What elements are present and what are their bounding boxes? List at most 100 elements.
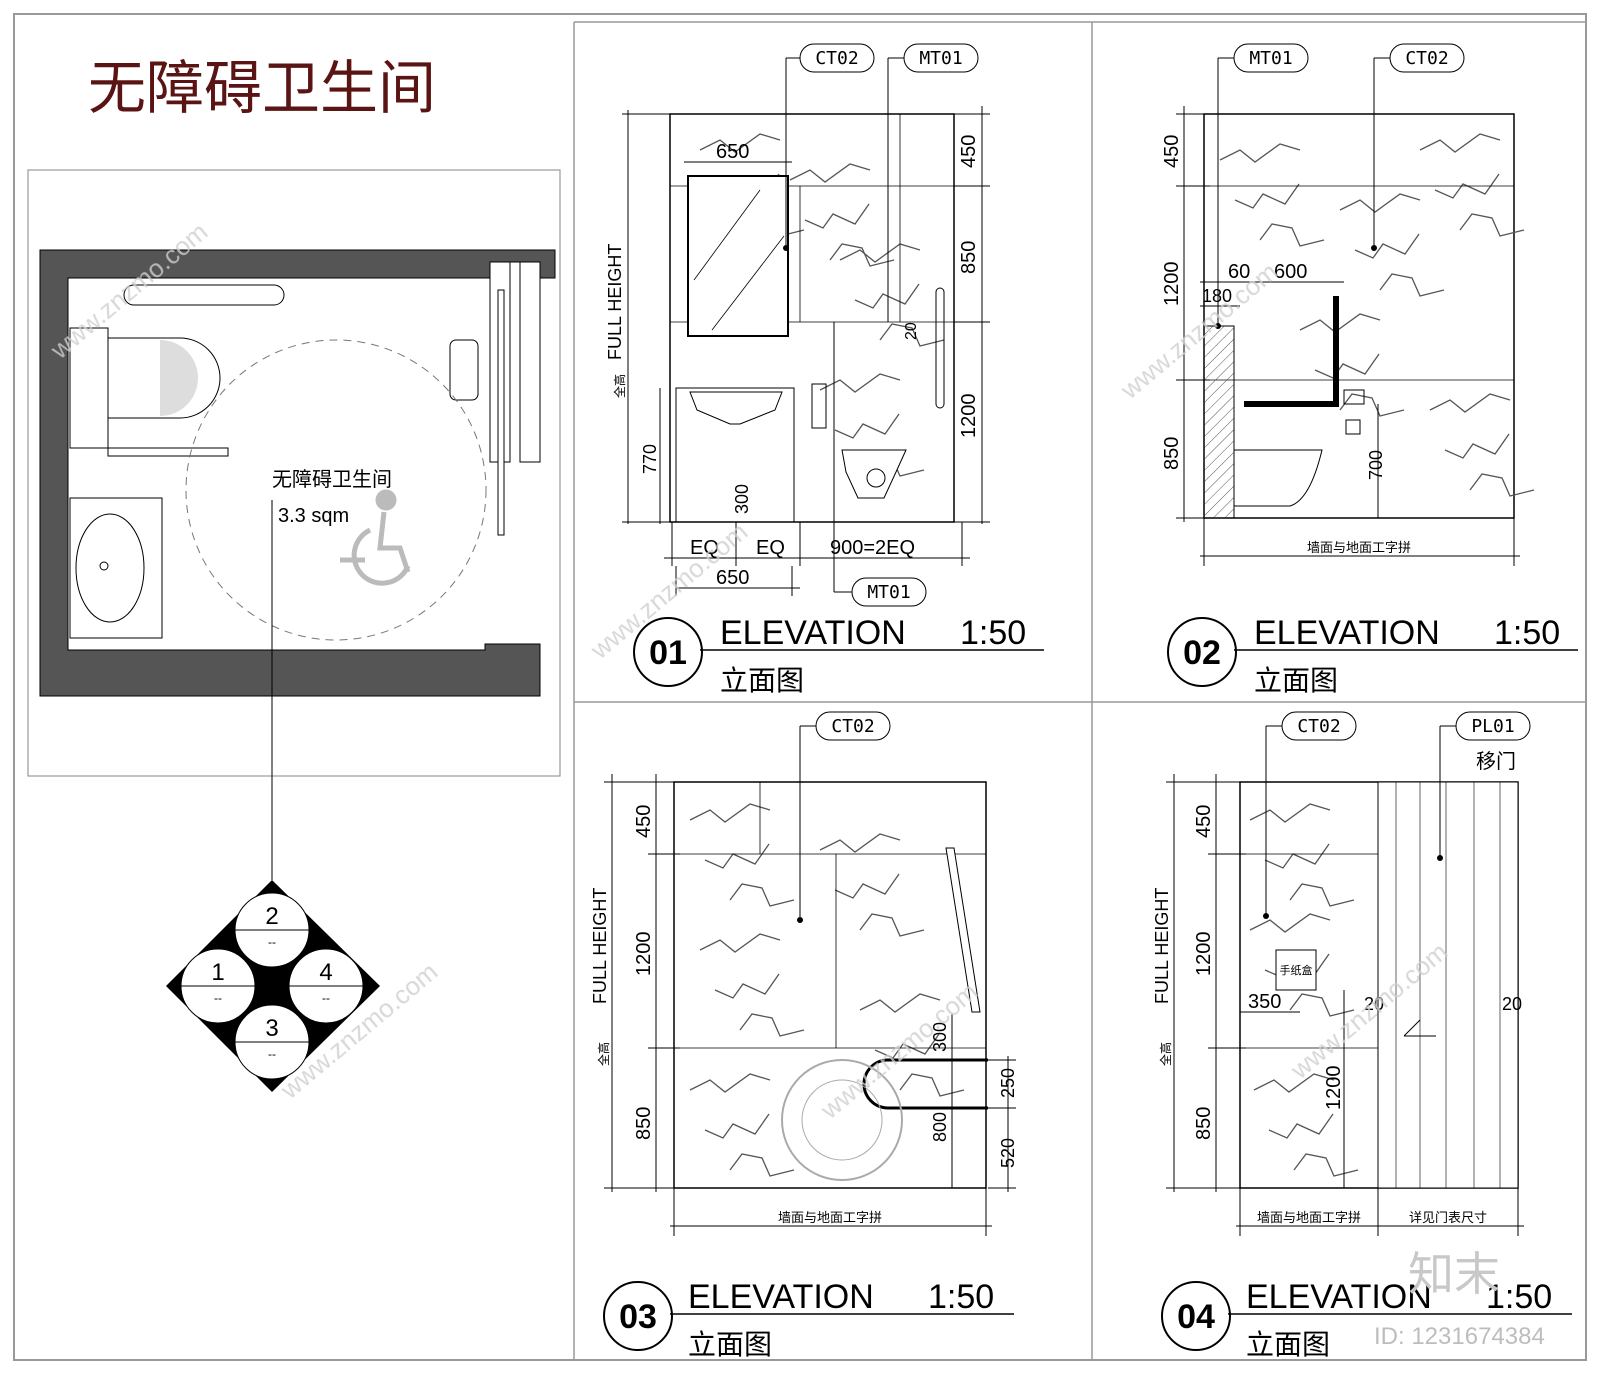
elevation-title: ELEVATION (720, 614, 906, 652)
dim-250: 250 (998, 1068, 1018, 1098)
elevation-number-bubble (633, 617, 703, 687)
elevation-number: 02 (1183, 634, 1221, 672)
elevation-number-bubble (1167, 617, 1237, 687)
plan-wall-jamb (519, 261, 541, 463)
dim-850: 850 (1161, 437, 1183, 470)
plan-walls (39, 249, 556, 697)
bottom-note: 墙面与地面工字拼 (1307, 541, 1411, 556)
watermark-logo: 知末 (1408, 1247, 1500, 1301)
sheet-border (13, 13, 1587, 1361)
bottom-note: 详见门表尺寸 (1409, 1211, 1487, 1226)
paper-holder (811, 383, 827, 429)
key-sub: -- (268, 1047, 276, 1061)
dim-20: 20 (1502, 994, 1522, 1014)
grab-bar (935, 287, 945, 409)
dim-700: 700 (1366, 450, 1386, 480)
plan-frame (27, 169, 561, 777)
key-number: 4 (319, 959, 332, 986)
basin-counter (69, 497, 163, 639)
mirror (687, 175, 789, 337)
tag-mt01: MT01 (1249, 48, 1292, 69)
elevation-scale: 1:50 (928, 1278, 994, 1316)
dim-450: 450 (958, 135, 980, 168)
wheelchair-icon (340, 489, 411, 586)
elevation-number: 04 (1177, 1298, 1215, 1336)
dim-300: 300 (732, 484, 752, 514)
elevation-number: 01 (649, 634, 687, 672)
height-label-cn: 全高 (1158, 1042, 1173, 1066)
door-note: 移门 (1476, 749, 1516, 773)
toilet-seat-shade (160, 340, 198, 416)
key-number: 2 (265, 903, 278, 930)
dim-300: 300 (930, 1022, 950, 1052)
grab-bar (123, 284, 285, 306)
dim-1200: 1200 (633, 932, 655, 977)
height-label-cn: 全高 (596, 1042, 611, 1066)
dim-1200: 1200 (1161, 262, 1183, 307)
wall-section-hatch (1203, 325, 1235, 519)
tag-mt01: MT01 (919, 48, 962, 69)
dim-450: 450 (1161, 135, 1183, 168)
dim-20: 20 (1364, 994, 1384, 1014)
dim-450: 450 (1193, 805, 1215, 838)
elevation-number: 03 (619, 1298, 657, 1336)
grab-bar (862, 1058, 988, 1110)
paper-holder (1345, 419, 1361, 435)
toilet-tank (69, 327, 109, 449)
tag-pl01: PL01 (1471, 716, 1514, 737)
tag-ct02: CT02 (815, 48, 858, 69)
dim-20: 20 (903, 322, 920, 340)
dim-180: 180 (1202, 286, 1232, 306)
elevation-title: ELEVATION (688, 1278, 874, 1316)
paper-box-label: 手纸盒 (1280, 963, 1313, 977)
tag-ct02: CT02 (831, 716, 874, 737)
key-number: 1 (211, 959, 224, 986)
wall-outline (673, 781, 987, 1189)
elevation-scale: 1:50 (1494, 614, 1560, 652)
paper-holder (449, 339, 479, 401)
elevation-scale: 1:50 (1486, 1278, 1552, 1316)
turning-circle (185, 339, 487, 641)
grab-bar (107, 447, 229, 457)
watermark-id: ID: 1231674384 (1374, 1323, 1545, 1350)
floor-plan: 无障碍卫生间 3.3 sqm 2 -- 1 -- 4 -- 3 -- (27, 169, 561, 1092)
dim-eq: EQ (756, 537, 785, 559)
dim-650-top: 650 (716, 141, 749, 163)
key-sub: -- (214, 991, 222, 1005)
flush-button (1343, 389, 1365, 405)
bottom-note: 墙面与地面工字拼 (778, 1211, 882, 1226)
height-label: FULL HEIGHT (1152, 888, 1172, 1004)
elevation-01: FULL HEIGHT 全高 770 450 850 1200 650 20 3… (605, 43, 1044, 697)
elevation-scale: 1:50 (960, 614, 1026, 652)
basin-bowl (75, 513, 145, 623)
door-leaf (945, 847, 981, 1013)
key-sub: -- (322, 991, 330, 1005)
tag-ct02: CT02 (1405, 48, 1448, 69)
dim-900: 900=2EQ (830, 537, 915, 559)
grab-bar (1244, 296, 1339, 407)
tag-ct02: CT02 (1297, 716, 1340, 737)
dim-650-bot: 650 (716, 567, 749, 589)
height-label-cn: 全高 (612, 374, 627, 398)
sliding-door (1377, 781, 1519, 1189)
dim-850: 850 (633, 1107, 655, 1140)
wheelchair-wheel (781, 1059, 903, 1181)
height-label: FULL HEIGHT (590, 888, 610, 1004)
dim-60: 60 (1228, 261, 1250, 283)
dim-600: 600 (1274, 261, 1307, 283)
dim-450: 450 (633, 805, 655, 838)
basin-frame (675, 387, 795, 523)
room-name: 无障碍卫生间 (272, 467, 392, 491)
basin-drain (99, 561, 109, 571)
toilet (1233, 449, 1323, 507)
wheelchair-wheel (801, 1079, 883, 1161)
sliding-door (497, 289, 505, 536)
key-sub: -- (268, 935, 276, 949)
elevation-title: ELEVATION (1246, 1278, 1432, 1316)
bottom-note: 墙面与地面工字拼 (1257, 1211, 1361, 1226)
elevation-number-bubble (1161, 1281, 1231, 1351)
basin (689, 391, 783, 425)
elevation-number-bubble (603, 1281, 673, 1351)
elevation-key: 2 -- 1 -- 4 -- 3 -- (166, 880, 380, 1092)
